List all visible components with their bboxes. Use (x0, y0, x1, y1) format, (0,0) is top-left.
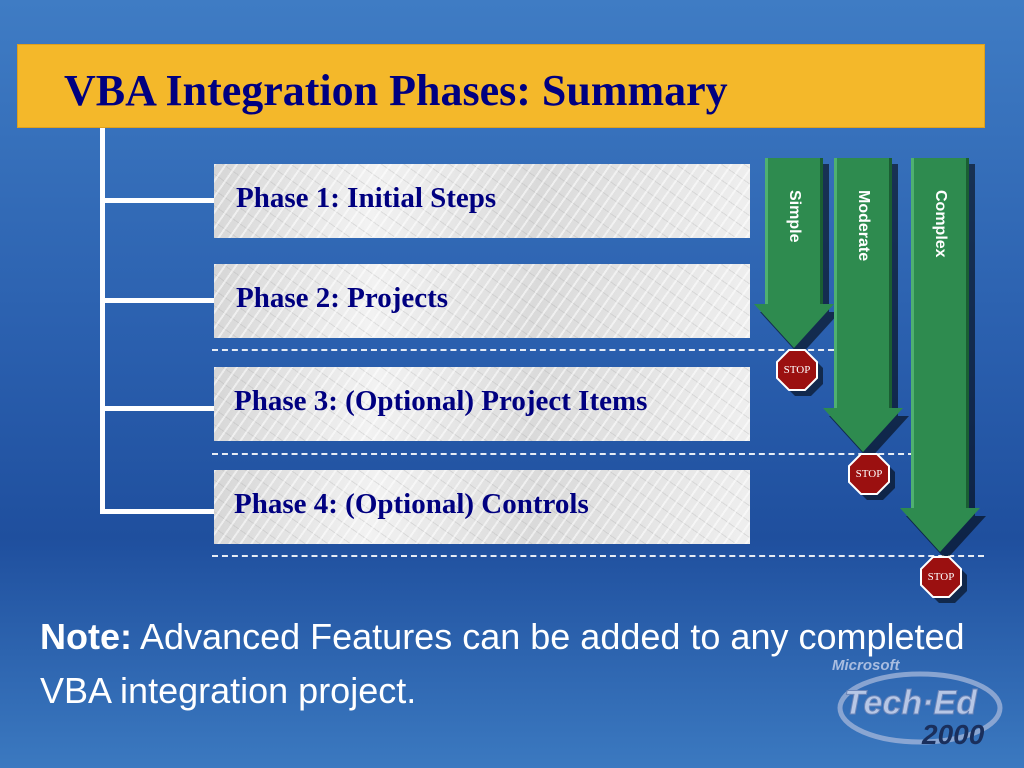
phase-box-1: Phase 1: Initial Steps (214, 164, 750, 238)
bracket-branch-2 (100, 298, 216, 303)
phase-label-2: Phase 2: Projects (236, 282, 449, 314)
phase-box-2: Phase 2: Projects (214, 264, 750, 338)
bracket-vertical-line (100, 128, 105, 514)
phase-label-1: Phase 1: Initial Steps (236, 182, 497, 214)
arrow-label-moderate: Moderate (855, 190, 872, 262)
phase-label-4: Phase 4: (Optional) Controls (234, 488, 589, 520)
arrow-head-simple (754, 304, 834, 348)
stop-text-moderate: STOP (855, 468, 883, 480)
arrow-label-simple: Simple (786, 190, 803, 243)
arrow-head-complex (900, 508, 980, 552)
arrow-label-complex: Complex (932, 190, 949, 258)
stop-text-simple: STOP (783, 364, 811, 376)
logo-year: 2000 (921, 719, 985, 750)
note-text: Note: Advanced Features can be added to … (40, 610, 1000, 718)
title-bar: VBA Integration Phases: Summary (17, 44, 985, 128)
phase-box-3: Phase 3: (Optional) Project Items (214, 367, 750, 441)
teched-logo: Microsoft Tech·Ed 2000 (826, 654, 1006, 754)
stop-text-complex: STOP (927, 571, 955, 583)
stop-sign-complex: STOP (917, 555, 967, 603)
slide-title: VBA Integration Phases: Summary (64, 66, 728, 115)
note-body: Advanced Features can be added to any co… (40, 616, 965, 711)
bracket-branch-4 (100, 509, 216, 514)
logo-brand: Microsoft (832, 657, 901, 674)
stop-sign-simple: STOP (773, 348, 823, 396)
note-label: Note: (40, 616, 132, 657)
stop-line-complex (212, 555, 984, 557)
stop-line-moderate (212, 453, 914, 455)
stop-line-simple (212, 349, 834, 351)
phase-label-3: Phase 3: (Optional) Project Items (234, 385, 648, 417)
phase-box-4: Phase 4: (Optional) Controls (214, 470, 750, 544)
bracket-branch-3 (100, 406, 216, 411)
stop-sign-moderate: STOP (845, 452, 895, 500)
logo-name: Tech·Ed (844, 684, 978, 722)
arrow-head-moderate (823, 408, 903, 452)
bracket-branch-1 (100, 198, 216, 203)
